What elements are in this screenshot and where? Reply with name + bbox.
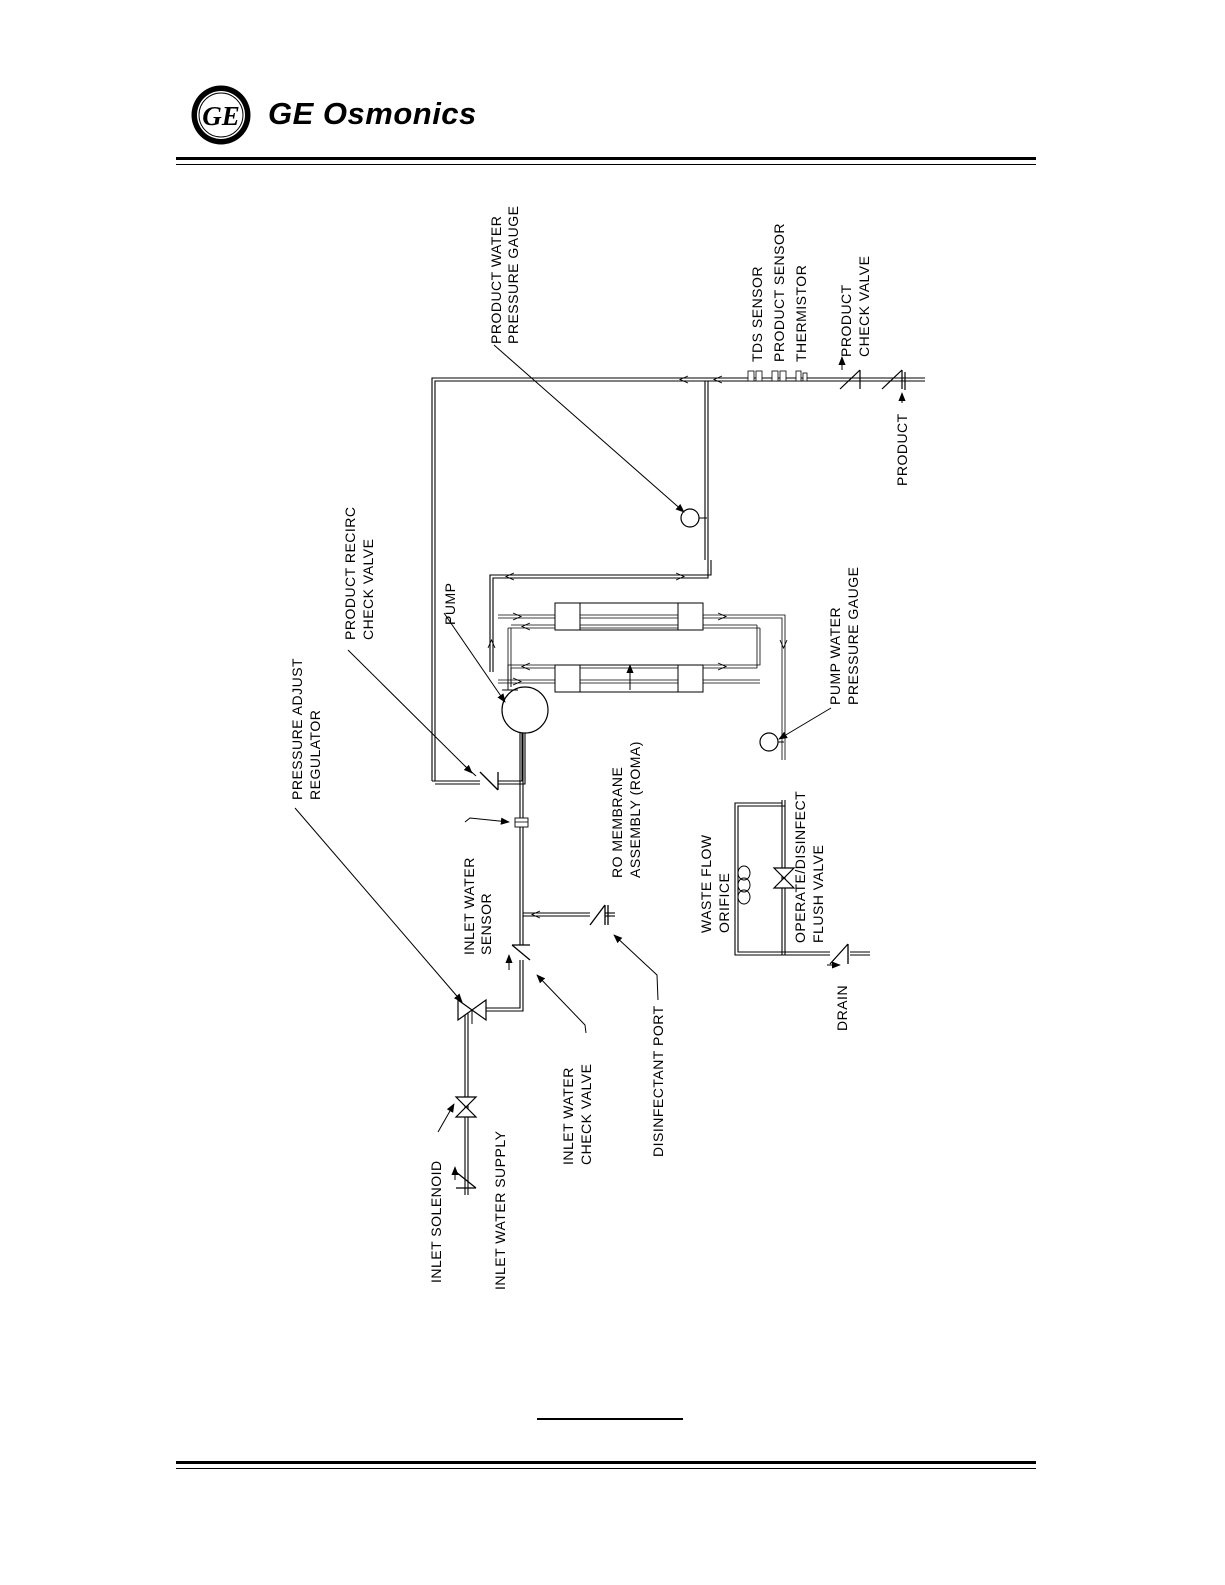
label-product-sensor: PRODUCT SENSOR — [771, 223, 787, 362]
label-inlet-water-sensor-2: SENSOR — [478, 893, 494, 955]
header-rule-thin — [176, 164, 1036, 165]
header-rule-thick — [176, 157, 1036, 160]
label-inlet-water-sensor-1: INLET WATER — [461, 857, 477, 955]
leader-lines — [294, 344, 832, 1133]
product-check-valves — [839, 369, 906, 390]
footer-rule-thick — [176, 1461, 1036, 1464]
label-flush-valve-2: FLUSH VALVE — [810, 845, 826, 943]
label-inlet-solenoid: INLET SOLENOID — [428, 1160, 444, 1283]
ro-membrane-vessels — [554, 602, 704, 693]
waste-piping — [734, 800, 870, 956]
label-pressure-adjust-regulator-1: PRESSURE ADJUST — [289, 658, 305, 800]
label-product-check-valve-2: CHECK VALVE — [856, 256, 872, 357]
drain-check-valve — [829, 943, 849, 965]
brand-name: GE Osmonics — [268, 96, 477, 131]
operate-disinfect-flush-valve — [772, 867, 796, 889]
label-product: PRODUCT — [894, 413, 910, 486]
label-thermistor: THERMISTOR — [793, 265, 809, 362]
label-waste-flow-orifice-1: WASTE FLOW — [698, 834, 714, 933]
inlet-supply-valve — [455, 1171, 477, 1189]
pump-water-pressure-gauge — [759, 732, 784, 752]
label-tds-sensor: TDS SENSOR — [749, 266, 765, 362]
flow-direction-arrows — [487, 375, 788, 919]
label-inlet-check-valve-2: CHECK VALVE — [578, 1064, 594, 1165]
product-recirc-check-valve — [464, 765, 499, 791]
label-product-water-gauge-1: PRODUCT WATER — [488, 216, 504, 344]
inlet-water-sensor-block — [514, 817, 529, 828]
product-water-pressure-gauge — [680, 508, 707, 528]
recirc-return-piping — [432, 730, 526, 785]
label-product-recirc-1: PRODUCT RECIRC — [342, 506, 358, 640]
label-pressure-adjust-regulator-2: REGULATOR — [307, 710, 323, 800]
label-product-water-gauge-2: PRESSURE GAUGE — [505, 206, 521, 344]
label-ro-membrane-1: RO MEMBRANE — [609, 767, 625, 878]
pump — [501, 686, 549, 734]
label-inlet-water-supply: INLET WATER SUPPLY — [492, 1130, 508, 1290]
caption-underline — [537, 1418, 683, 1420]
disinfectant-port-valve — [589, 904, 609, 926]
waste-flow-orifice — [737, 865, 751, 905]
flow-markers — [451, 356, 906, 1180]
inlet-water-check-valve — [511, 944, 531, 961]
pressure-adjust-regulator — [457, 998, 487, 1024]
label-disinfectant-port: DISINFECTANT PORT — [650, 1005, 666, 1157]
label-pump-water-gauge-2: PRESSURE GAUGE — [845, 567, 861, 705]
label-pump: PUMP — [442, 583, 458, 625]
logo-letters: GE — [202, 101, 240, 131]
label-drain: DRAIN — [834, 985, 850, 1031]
label-waste-flow-orifice-2: ORIFICE — [716, 873, 732, 933]
membrane-piping — [498, 614, 786, 760]
sensor-blocks — [747, 370, 808, 382]
label-inlet-check-valve-1: INLET WATER — [560, 1067, 576, 1165]
label-product-check-valve-1: PRODUCT — [838, 284, 854, 357]
inlet-solenoid-valve — [454, 1096, 478, 1118]
label-ro-membrane-2: ASSEMBLY (ROMA) — [627, 741, 643, 878]
ge-logo-icon: GE — [191, 85, 251, 145]
label-product-recirc-2: CHECK VALVE — [360, 539, 376, 640]
footer-rule-thin — [176, 1468, 1036, 1469]
label-pump-water-gauge-1: PUMP WATER — [827, 607, 843, 705]
label-flush-valve-1: OPERATE/DISINFECT — [792, 791, 808, 943]
